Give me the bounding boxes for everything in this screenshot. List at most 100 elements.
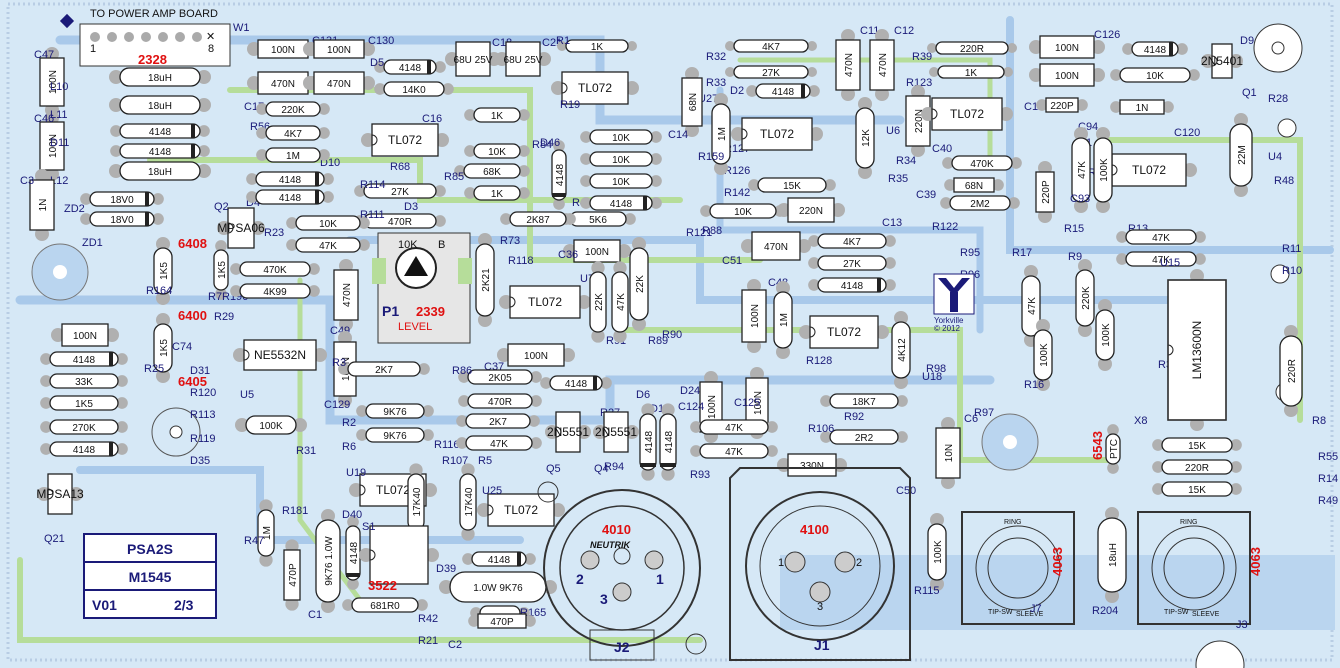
component-body (931, 97, 1003, 131)
component-body (751, 231, 801, 261)
component-value: 4148 (555, 163, 566, 186)
diode-band (801, 84, 805, 98)
component-body (255, 189, 325, 205)
component-value: 470P (490, 617, 514, 628)
component-body (659, 413, 677, 471)
component-body (1111, 153, 1187, 187)
component-body (313, 39, 365, 59)
component-ref: R29 (214, 311, 234, 323)
component-value: 1M (286, 151, 300, 162)
pad (808, 235, 820, 247)
component-value: 470K (263, 265, 287, 276)
pad (1234, 183, 1248, 197)
pad (246, 191, 258, 203)
component-value: 470N (271, 79, 295, 90)
component-value: 68U 25V (504, 55, 543, 66)
component-body (239, 283, 311, 299)
component-ref: Q5 (546, 463, 561, 475)
pin1-label: 1 (90, 43, 96, 55)
pad (347, 516, 359, 528)
component-value: 12K (861, 129, 872, 147)
diode-band (191, 144, 195, 158)
pad (1074, 127, 1088, 141)
component-ref: C11 (860, 25, 879, 37)
component-value: 4148 (488, 555, 511, 566)
component-value: 330N (800, 461, 824, 472)
component-ref: U15 (1160, 257, 1180, 269)
pad (661, 467, 675, 481)
pad (356, 429, 368, 441)
component-body (295, 215, 361, 231)
component-value: 18V0 (110, 215, 134, 226)
pad (322, 173, 334, 185)
pad (807, 67, 817, 77)
ic-notch (603, 426, 610, 438)
component-value: 47K (725, 447, 743, 458)
pad (1230, 461, 1242, 473)
component-value: 470K (970, 159, 994, 170)
pad (1152, 439, 1164, 451)
component-ref: C46 (34, 113, 54, 125)
pad (1078, 323, 1092, 337)
pad (518, 145, 530, 157)
pad (318, 103, 330, 115)
p1-code: 2339 (416, 304, 445, 319)
pad (422, 405, 434, 417)
pad (286, 217, 298, 229)
component-body (953, 177, 995, 193)
component-ref: Q1 (1242, 87, 1257, 99)
component-body (709, 203, 777, 219)
component-ref: R55 (1318, 451, 1338, 463)
component-body (589, 195, 653, 211)
component-value: 220K (1081, 286, 1092, 310)
component-body (1119, 67, 1191, 83)
pad (766, 421, 778, 433)
component-body (891, 321, 911, 379)
j2-xlr-connector: 4010 NEUTRIK 2 1 3 J2 (537, 481, 707, 661)
pad (458, 371, 470, 383)
component-ref: R85 (444, 171, 464, 183)
component-body (639, 413, 657, 471)
pad (808, 257, 820, 269)
pad (197, 164, 211, 178)
pad (591, 261, 605, 275)
pad (1007, 43, 1017, 53)
component-body (509, 211, 567, 227)
pad (442, 83, 454, 95)
code-3522: 3522 (368, 578, 397, 593)
component-value: 2K7 (375, 365, 393, 376)
component-value: TL072 (528, 295, 562, 309)
pad (322, 191, 334, 203)
component-body (89, 191, 155, 207)
pad (714, 93, 728, 107)
ic-notch (1167, 344, 1174, 356)
component-value: 2R2 (855, 433, 874, 444)
pad (110, 125, 122, 137)
component-ref: ZD1 (82, 237, 103, 249)
pad (540, 377, 552, 389)
component-value: 1M (262, 526, 273, 540)
component-ref: R84 (532, 139, 552, 151)
component-ref: R19 (560, 99, 580, 111)
j1-pin3: 3 (817, 601, 823, 613)
pad (456, 415, 468, 427)
component-body (741, 117, 813, 151)
pad (600, 377, 612, 389)
component-value: TL072 (504, 503, 538, 517)
code-2328: 2328 (138, 52, 167, 67)
pad (409, 463, 423, 477)
